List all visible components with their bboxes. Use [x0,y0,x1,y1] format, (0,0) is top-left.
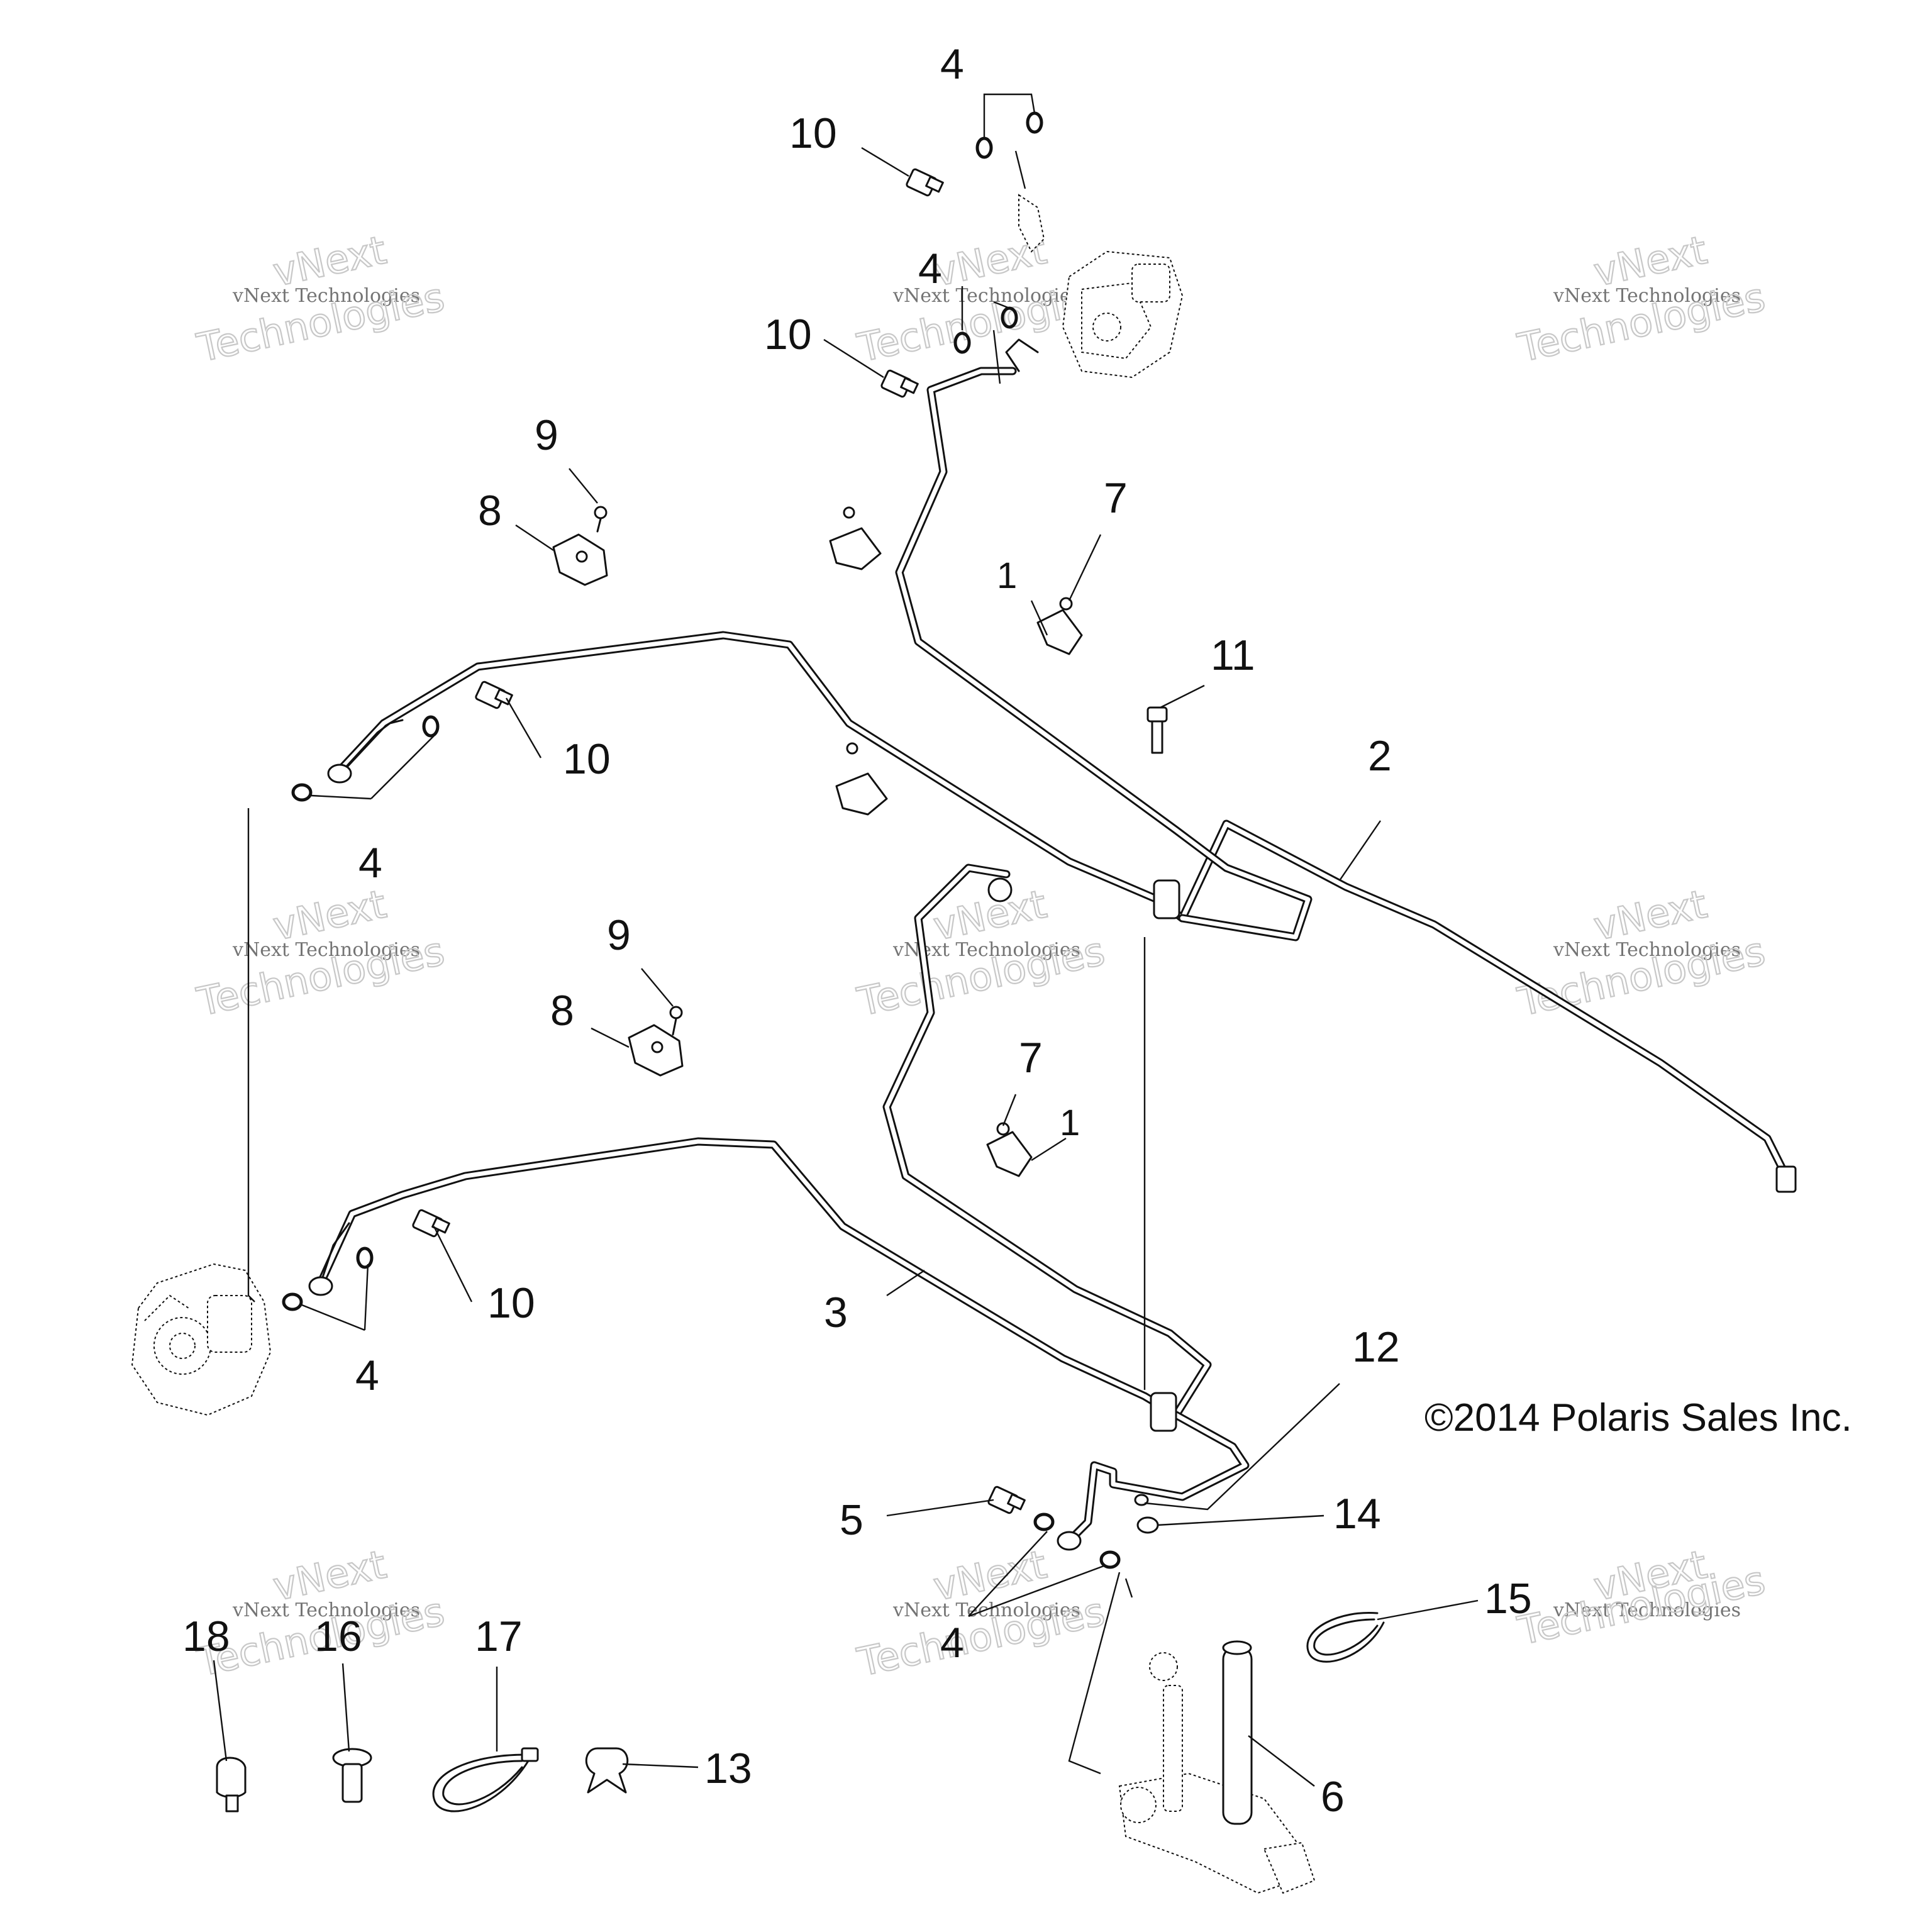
callout-labels: 4 10 4 10 9 8 7 1 11 2 10 4 9 8 7 1 10 3… [182,40,1852,1821]
cable-tie-15 [1306,1611,1385,1663]
callout-3: 3 [824,1289,848,1336]
banjo-bolt-10-left-lower [412,1209,450,1238]
master-cylinder [1118,1652,1316,1894]
washer-4-top-b [1026,111,1043,134]
washer-4-bottom-b [1099,1550,1121,1569]
banjo-bolt-5 [987,1485,1026,1514]
callout-18: 18 [182,1613,230,1660]
callout-1-mid: 1 [1060,1102,1080,1143]
callout-8-mid: 8 [550,987,574,1035]
left-upper-hose-fitting [327,719,404,784]
washer-4-left-lower-a [282,1292,303,1311]
callout-4-left-upper: 4 [358,839,382,887]
callout-14: 14 [1333,1490,1381,1538]
clip-8-mid [628,1024,684,1077]
cable-tie-17 [432,1747,539,1813]
clip-1-top [1036,609,1083,655]
callout-5: 5 [840,1496,863,1544]
callout-8-top: 8 [478,487,502,535]
callout-4-bottom: 4 [940,1619,964,1667]
callout-9-mid: 9 [607,911,631,959]
callout-10-left-upper: 10 [563,735,611,783]
clip-top-center [829,506,882,570]
watermark-mid-right: vNext vNext Technologies Technologies [1513,880,1770,1026]
watermark-bottom-center: vNext vNext Technologies Technologies [853,1541,1109,1686]
svg-text:vNext Technologies: vNext Technologies [1553,1599,1741,1621]
callout-7-top: 7 [1104,474,1128,522]
left-lower-hose-fitting [308,1222,350,1296]
clip-18 [216,1757,247,1813]
brake-line-3 [316,863,1250,1545]
line-3-tee-block [1150,1392,1177,1432]
leader-lines [213,93,1479,1787]
callout-17: 17 [475,1613,523,1660]
callout-10-top: 10 [789,109,837,157]
callout-10-upper-mid: 10 [764,311,812,358]
svg-text:vNext Technologies: vNext Technologies [1553,285,1741,307]
screw-9-top [594,506,608,533]
callout-11: 11 [1211,631,1255,679]
callout-4-upper-mid: 4 [918,245,942,292]
callout-9-top: 9 [535,411,558,459]
bolt-11 [1146,706,1168,754]
svg-text:vNext Technologies: vNext Technologies [892,285,1080,307]
rivet-16 [332,1748,372,1803]
washer-4-top-a [975,136,993,159]
reservoir-hose-6 [1222,1640,1253,1825]
top-brake-caliper [1005,194,1184,379]
callout-6: 6 [1321,1773,1345,1821]
callout-16: 16 [314,1613,362,1660]
svg-text:vNext Technologies: vNext Technologies [232,285,420,307]
washer-4-left-upper-b [422,715,440,738]
banjo-bolt-10-upper-mid [880,369,919,398]
clip-mid-center [835,742,888,816]
svg-text:vNext Technologies: vNext Technologies [1553,939,1741,961]
screw-9-mid [669,1006,683,1036]
clip-8-top [552,533,608,586]
callout-15: 15 [1484,1575,1532,1623]
watermark-top-left: vNext vNext Technologies Technologies [192,226,449,372]
line-3-upper-fitting [987,877,1013,902]
screw-7-mid [996,1122,1010,1136]
nut-14 [1136,1516,1159,1534]
callout-7-mid: 7 [1019,1034,1043,1082]
line-2-tee-block [1153,879,1180,919]
washer-4-bottom-a [1033,1513,1055,1531]
washer-4-left-lower-b [356,1246,374,1269]
clip-1-mid [986,1131,1033,1177]
callout-13: 13 [704,1745,752,1792]
washer-4-upper-mid-a [953,331,971,354]
clip-12 [1134,1494,1149,1506]
watermark-top-right: vNext vNext Technologies Technologies [1513,226,1770,372]
washer-4-left-upper-a [291,783,313,802]
callout-2: 2 [1368,732,1392,780]
banjo-bolt-10-top [906,168,944,197]
callout-10-left-lower: 10 [487,1279,535,1327]
watermark-mid-center: vNext vNext Technologies Technologies [853,880,1109,1026]
screw-7-top [1059,597,1073,611]
line-2-end-fitting [1775,1165,1797,1193]
callout-4-top: 4 [940,40,964,88]
left-brake-caliper [131,1263,272,1416]
callout-12: 12 [1352,1323,1400,1371]
brake-line-2 [335,367,1797,1193]
watermark-bottom-right: vNext vNext Technologies Technologies [1513,1541,1770,1655]
copyright-notice: ©2014 Polaris Sales Inc. [1424,1396,1852,1440]
push-clip-13 [585,1747,629,1794]
callout-1-top: 1 [997,555,1017,596]
svg-text:vNext Technologies: vNext Technologies [232,1599,420,1621]
bottom-hose-fitting [1057,1531,1082,1551]
svg-text:vNext Technologies: vNext Technologies [232,939,420,961]
watermark-mid-left: vNext vNext Technologies Technologies [192,880,449,1026]
callout-4-left-lower: 4 [355,1352,379,1399]
banjo-bolt-10-left-upper [475,680,513,709]
